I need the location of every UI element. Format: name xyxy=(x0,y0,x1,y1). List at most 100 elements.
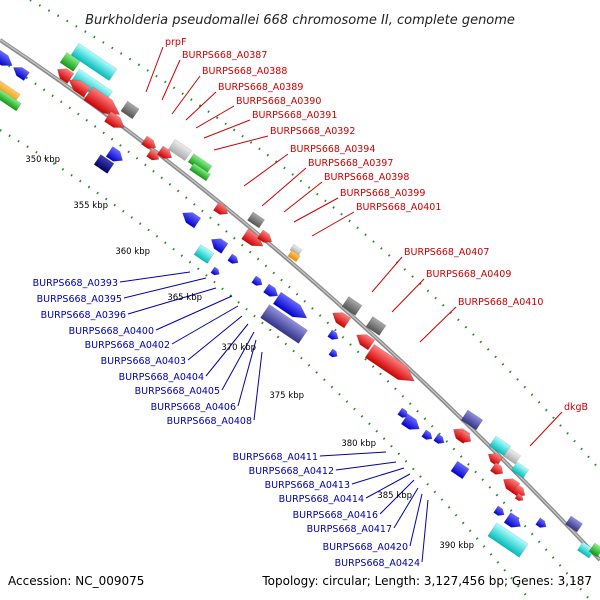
gene-label[interactable]: BURPS668_A0405 xyxy=(135,386,220,397)
gene-label[interactable]: BURPS668_A0400 xyxy=(69,326,154,337)
gene-feature[interactable] xyxy=(503,512,524,532)
gene-label[interactable]: BURPS668_A0388 xyxy=(202,66,287,77)
gene-feature[interactable] xyxy=(341,296,363,316)
gene-label[interactable]: BURPS668_A0413 xyxy=(265,480,350,491)
gene-label[interactable]: BURPS668_A0406 xyxy=(151,402,236,413)
gene-feature[interactable] xyxy=(208,235,229,254)
gene-label[interactable]: BURPS668_A0390 xyxy=(236,96,321,107)
gene-feature[interactable] xyxy=(120,100,140,120)
gene-feature[interactable] xyxy=(103,111,127,132)
gene-feature[interactable] xyxy=(156,145,174,162)
gene-feature[interactable] xyxy=(54,65,75,84)
gene-feature[interactable] xyxy=(70,42,118,82)
gene-feature[interactable] xyxy=(287,249,301,263)
gene-label[interactable]: BURPS668_A0389 xyxy=(218,82,303,93)
gene-label[interactable]: BURPS668_A0417 xyxy=(307,524,392,535)
gene-feature[interactable] xyxy=(167,139,193,161)
gene-label[interactable]: BURPS668_A0408 xyxy=(167,416,252,427)
gene-label[interactable]: BURPS668_A0391 xyxy=(252,110,337,121)
gene-label[interactable]: BURPS668_A0420 xyxy=(323,542,408,553)
callout-line xyxy=(253,351,263,421)
gene-label[interactable]: BURPS668_A0424 xyxy=(335,558,420,569)
gene-label[interactable]: BURPS668_A0402 xyxy=(85,340,170,351)
gene-label[interactable]: BURPS668_A0397 xyxy=(308,158,393,169)
gene-label[interactable]: BURPS668_A0416 xyxy=(293,510,378,521)
gene-label[interactable]: BURPS668_A0412 xyxy=(249,466,334,477)
gene-feature[interactable] xyxy=(457,430,474,445)
gene-label[interactable]: BURPS668_A0399 xyxy=(340,188,425,199)
callout-line xyxy=(379,479,415,515)
gene-feature[interactable] xyxy=(66,75,91,98)
gene-label[interactable]: prpF xyxy=(165,37,186,48)
gene-feature[interactable] xyxy=(256,229,274,246)
callout-line xyxy=(351,467,405,485)
gene-feature[interactable] xyxy=(212,201,230,218)
gene-feature[interactable] xyxy=(179,208,202,229)
gene-feature[interactable] xyxy=(272,291,311,324)
gene-label[interactable]: BURPS668_A0411 xyxy=(233,452,318,463)
callout-line xyxy=(261,167,307,207)
gene-feature[interactable] xyxy=(328,348,340,359)
gene-feature[interactable] xyxy=(327,329,341,342)
gene-label[interactable]: BURPS668_A0393 xyxy=(33,278,118,289)
gene-label[interactable]: BURPS668_A0392 xyxy=(270,126,355,137)
tick-label: 370 kbp xyxy=(221,343,256,353)
gene-label[interactable]: BURPS668_A0409 xyxy=(426,269,511,280)
gene-feature[interactable] xyxy=(140,135,158,152)
gene-feature[interactable] xyxy=(564,515,584,533)
gene-feature[interactable] xyxy=(364,343,419,387)
gene-feature[interactable] xyxy=(397,407,411,420)
gene-label[interactable]: BURPS668_A0410 xyxy=(458,297,543,308)
gene-label[interactable]: BURPS668_A0396 xyxy=(41,310,126,321)
callout-line xyxy=(335,461,397,471)
gene-feature[interactable] xyxy=(246,211,266,229)
gene-feature[interactable] xyxy=(400,413,423,434)
gene-feature[interactable] xyxy=(93,154,115,174)
gene-label[interactable]: BURPS668_A0398 xyxy=(324,172,409,183)
gene-feature[interactable] xyxy=(493,505,507,518)
gene-label[interactable]: BURPS668_A0395 xyxy=(37,294,122,305)
gene-feature[interactable] xyxy=(502,447,522,465)
gene-feature[interactable] xyxy=(421,429,435,442)
gene-feature[interactable] xyxy=(251,275,265,288)
callout-line xyxy=(365,473,411,499)
gene-feature[interactable] xyxy=(433,433,447,446)
gene-feature[interactable] xyxy=(241,228,267,251)
gene-feature[interactable] xyxy=(227,253,241,266)
gene-feature[interactable] xyxy=(514,492,525,502)
gene-feature[interactable] xyxy=(105,146,126,166)
gene-feature[interactable] xyxy=(260,304,308,344)
gene-label[interactable]: BURPS668_A0394 xyxy=(290,144,375,155)
gene-feature[interactable] xyxy=(450,460,470,480)
tick-label: 390 kbp xyxy=(439,541,474,551)
gene-label[interactable]: dkgB xyxy=(564,402,588,413)
gene-feature[interactable] xyxy=(329,308,352,329)
gene-feature[interactable] xyxy=(146,148,162,163)
gene-label[interactable]: BURPS668_A0401 xyxy=(356,202,441,213)
gene-feature[interactable] xyxy=(0,49,16,70)
gene-feature[interactable] xyxy=(460,409,484,431)
gene-label[interactable]: BURPS668_A0414 xyxy=(279,494,364,505)
gene-feature[interactable] xyxy=(193,244,215,264)
gene-feature[interactable] xyxy=(576,541,596,559)
tick-track-2 xyxy=(0,59,591,600)
gene-label[interactable]: BURPS668_A0403 xyxy=(101,356,186,367)
callout-line xyxy=(155,295,233,331)
gene-feature[interactable] xyxy=(487,522,529,558)
gene-feature[interactable] xyxy=(489,462,506,477)
gene-feature[interactable] xyxy=(588,542,600,558)
gene-feature[interactable] xyxy=(535,517,549,530)
gene-label[interactable]: BURPS668_A0407 xyxy=(404,247,489,258)
gene-feature[interactable] xyxy=(510,461,530,479)
gene-feature[interactable] xyxy=(353,330,376,351)
gene-feature[interactable] xyxy=(0,88,22,112)
callout-line xyxy=(171,75,201,115)
gene-feature[interactable] xyxy=(210,266,222,277)
gene-feature[interactable] xyxy=(59,52,81,72)
gene-feature[interactable] xyxy=(189,162,211,182)
gene-label[interactable]: BURPS668_A0404 xyxy=(119,372,204,383)
gene-feature[interactable] xyxy=(262,283,280,300)
gene-feature[interactable] xyxy=(365,316,387,336)
gene-label[interactable]: BURPS668_A0387 xyxy=(182,50,267,61)
gene-feature[interactable] xyxy=(11,63,30,82)
